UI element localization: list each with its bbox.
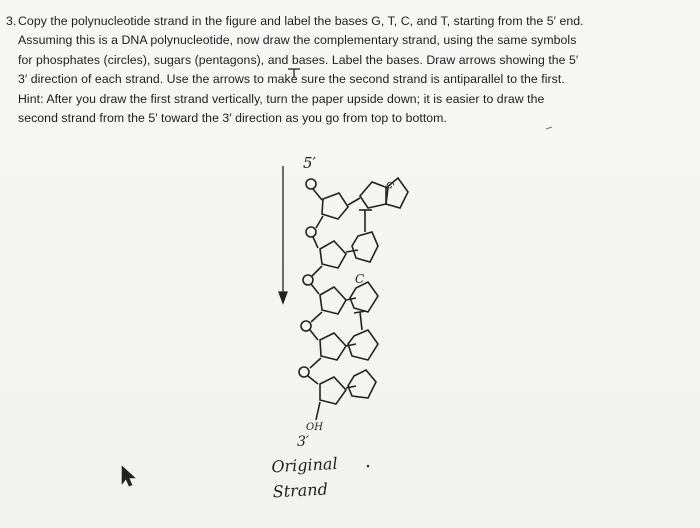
question-line-6: second strand from the 5′ toward the 3′ … bbox=[18, 111, 447, 126]
question-line-4: 3′ direction of each strand. Use the arr… bbox=[18, 72, 565, 87]
phosphate-3 bbox=[302, 274, 314, 286]
oh-label: OH bbox=[306, 422, 323, 433]
question-number: 3. bbox=[6, 14, 17, 28]
arrow-mark-handwritten bbox=[288, 68, 300, 78]
figure-caption: Original Strand bbox=[271, 450, 363, 505]
caption-line-2: Strand bbox=[272, 479, 329, 502]
base-2-ring bbox=[351, 231, 379, 263]
phosphate-2 bbox=[305, 226, 317, 238]
question-line-2: Assuming this is a DNA polynucleotide, n… bbox=[18, 33, 577, 48]
sugar-1 bbox=[321, 192, 349, 220]
base-1-ring-b bbox=[385, 176, 409, 209]
phosphate-1 bbox=[305, 178, 317, 190]
base-1-ring-a bbox=[358, 181, 389, 209]
base-4-ring bbox=[347, 329, 379, 361]
strand-direction-arrow bbox=[278, 166, 288, 305]
question-line-3: for phosphates (circles), sugars (pentag… bbox=[18, 52, 579, 67]
base-label-1: G bbox=[384, 180, 396, 192]
three-prime-label: 3′ bbox=[297, 434, 310, 450]
sugar-4 bbox=[319, 332, 348, 361]
sugar-2 bbox=[319, 239, 347, 269]
five-prime-label: 5′ bbox=[303, 154, 317, 172]
question-text: 3.Copy the polynucleotide strand in the … bbox=[6, 12, 666, 128]
question-line-5: Hint: After you draw the first strand ve… bbox=[18, 91, 545, 106]
phosphate-5 bbox=[298, 366, 310, 378]
stray-dot bbox=[366, 464, 370, 468]
base-3-ring bbox=[349, 280, 379, 313]
phosphate-4 bbox=[300, 320, 312, 332]
stray-mark bbox=[545, 126, 553, 130]
mouse-cursor-icon bbox=[121, 465, 136, 487]
strand-backbone: G C bbox=[298, 176, 409, 421]
sugar-5 bbox=[319, 376, 348, 405]
sugar-3 bbox=[319, 285, 347, 315]
question-line-1: 3.Copy the polynucleotide strand in the … bbox=[6, 12, 666, 31]
base-label-3: C bbox=[355, 272, 364, 286]
base-5-ring bbox=[347, 369, 377, 399]
